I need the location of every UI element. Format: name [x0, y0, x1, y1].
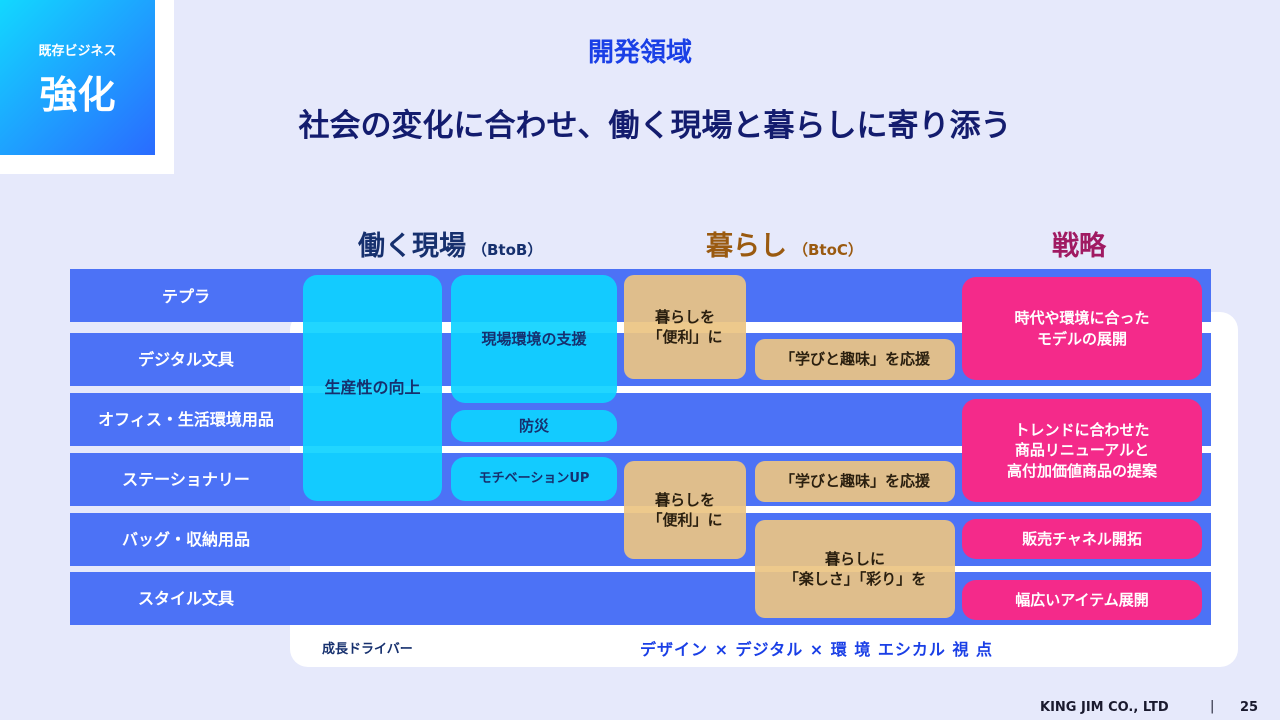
page-headline: 社会の変化に合わせ、働く現場と暮らしに寄り添う — [298, 108, 1012, 144]
strategy-renewal-box: トレンドに合わせた 商品リニューアルと 高付加価値商品の提案 — [962, 399, 1202, 502]
page-number: 25 — [1240, 700, 1259, 715]
column-header-btoc-main: 暮らし — [706, 231, 787, 262]
section-title: 開発領域 — [587, 38, 692, 68]
category-badge: 既存ビジネス 強化 — [0, 0, 155, 155]
column-header-btoc: 暮らし （BtoC） — [706, 224, 863, 263]
copyright: KING JIM CO., LTD — [1040, 700, 1169, 715]
badge-background: 既存ビジネス 強化 — [0, 0, 174, 174]
strategy-channel-box: 販売チャネル開拓 — [962, 519, 1202, 559]
row-label-tepra: テプラ — [161, 287, 210, 306]
growth-driver-label: 成長ドライバー — [322, 642, 413, 657]
column-header-btob-main: 働く現場 — [358, 231, 466, 262]
column-header-btob: 働く現場 （BtoB） — [358, 224, 542, 263]
strategy-model-box: 時代や環境に合った モデルの展開 — [962, 277, 1202, 380]
column-header-btob-sub: （BtoB） — [472, 241, 543, 259]
page-separator: | — [1210, 699, 1215, 714]
badge-title: 強化 — [39, 73, 116, 117]
row-label-bags-storage: バッグ・収納用品 — [121, 530, 250, 549]
strategy-items-box: 幅広いアイテム展開 — [962, 580, 1202, 620]
row-label-style-stationery: スタイル文具 — [137, 589, 234, 608]
row-label-office-living: オフィス・生活環境用品 — [98, 410, 274, 429]
row-label-stationery: ステーショナリー — [122, 470, 250, 489]
learning-hobby-box: 「学びと趣味」を応援 — [755, 461, 955, 502]
badge-subtitle: 既存ビジネス — [38, 44, 117, 59]
row-label-digital-stationery: デジタル文具 — [138, 350, 234, 369]
convenient-living-box: 暮らしを 「便利」に — [624, 461, 746, 559]
site-support-box: 現場環境の支援 — [451, 275, 617, 403]
column-header-strategy-main: 戦略 — [1052, 231, 1106, 262]
motivation-box: モチベーションUP — [451, 457, 617, 501]
column-header-strategy: 戦略 — [1052, 224, 1106, 263]
column-header-btoc-sub: （BtoC） — [793, 241, 863, 259]
growth-driver-formula: デザイン × デジタル × 環 境 エシカル 視 点 — [640, 640, 994, 659]
disaster-prevention-box: 防災 — [451, 410, 617, 442]
productivity-box: 生産性の向上 — [303, 275, 442, 501]
learning-hobby-box: 「学びと趣味」を応援 — [755, 339, 955, 380]
convenient-living-box: 暮らしを 「便利」に — [624, 275, 746, 379]
fun-color-box: 暮らしに 「楽しさ」「彩り」を — [755, 520, 955, 618]
